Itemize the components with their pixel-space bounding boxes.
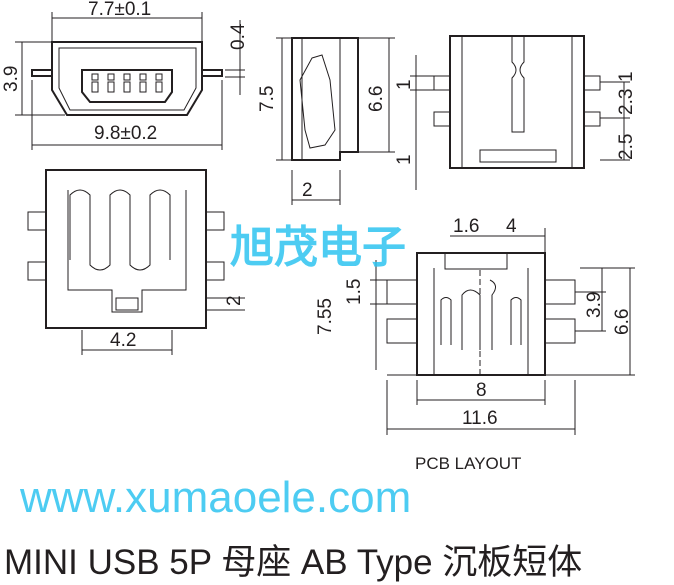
dim-rear-tab-pitch: 2.3	[616, 89, 637, 115]
watermark: 旭茂电子 www.xumaoele.com	[19, 223, 411, 522]
dim-rear-bottom-gap: 1	[394, 154, 415, 165]
dim-pcb-outer-width: 11.6	[462, 408, 498, 429]
dim-front-width-top: 7.7±0.1	[88, 0, 151, 20]
dim-bottom-slot-height: 2	[224, 295, 245, 306]
dim-front-pin-offset: 0.4	[228, 23, 249, 50]
dim-side-depth: 2	[302, 180, 313, 201]
dim-pcb-height: 6.6	[612, 309, 633, 335]
dim-side-body-height: 6.6	[366, 86, 387, 112]
pcb-layout-label: PCB LAYOUT	[415, 454, 521, 473]
dim-bottom-slot-width: 4.2	[110, 330, 136, 351]
dim-pcb-inner-width: 8	[476, 380, 487, 401]
dim-rear-bottom: 2.5	[616, 134, 637, 160]
dim-front-width-bottom: 9.8±0.2	[94, 123, 157, 144]
dim-front-height: 3.9	[1, 66, 22, 92]
pcb-layout: 1.6 4 1.5 7.55 3.9 6.6 8 11.6 PCB LAYOUT	[315, 216, 635, 473]
dim-pcb-pad-height: 1.5	[344, 279, 365, 305]
dim-rear-tab-1: 1	[394, 79, 415, 90]
bottom-view: 4.2 2	[27, 169, 245, 355]
dim-pcb-span: 4	[506, 216, 517, 237]
dim-pcb-overall: 7.55	[315, 298, 336, 335]
dim-side-height: 7.5	[257, 86, 278, 112]
watermark-url: www.xumaoele.com	[19, 473, 411, 522]
rear-view: 1 2.3 1 2.5 1	[394, 35, 637, 190]
dim-pcb-pitch: 1.6	[453, 216, 479, 237]
page-title: MINI USB 5P 母座 AB Type 沉板短体	[4, 543, 583, 582]
dim-pcb-pad-pitch: 3.9	[584, 292, 605, 318]
watermark-cn: 旭茂电子	[230, 223, 406, 272]
dim-rear-tab-2: 1	[616, 71, 637, 82]
front-view: 7.7±0.1 9.8±0.2 3.9 0.4	[1, 0, 249, 150]
side-view: 7.5 6.6 2	[257, 37, 395, 205]
